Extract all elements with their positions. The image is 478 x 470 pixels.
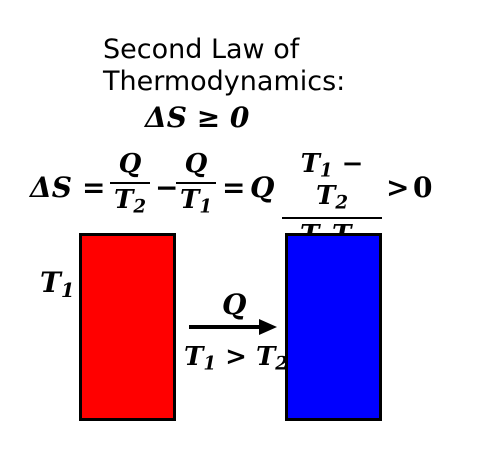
equation-coefficient: Q xyxy=(250,171,275,204)
condition-relation: > xyxy=(225,342,247,372)
cold-reservoir xyxy=(285,233,382,421)
fraction-3-bar xyxy=(282,216,382,219)
fraction-3-num-minus: − xyxy=(341,149,364,179)
equation-equals-1: = xyxy=(82,171,106,204)
law-rhs: 0 xyxy=(229,101,250,134)
hot-label-sub: 1 xyxy=(60,278,75,302)
fraction-q-over-t2: Q T2 xyxy=(110,149,150,218)
equation-minus: − xyxy=(155,171,179,204)
fraction-1-numerator: Q xyxy=(118,149,142,179)
law-statement: ΔS ≥ 0 xyxy=(145,100,249,136)
condition-b-var: T xyxy=(255,342,276,372)
law-relation: ≥ xyxy=(196,101,221,134)
fraction-q-over-t1: Q T1 xyxy=(176,149,216,218)
fraction-2-den-var: T xyxy=(179,184,200,215)
fraction-1-denominator: T2 xyxy=(110,184,150,218)
condition-a-var: T xyxy=(184,342,204,372)
fraction-1-den-sub: 2 xyxy=(133,196,146,218)
diagram-title: Second Law of Thermodynamics: xyxy=(103,34,345,98)
heat-flow-label: Q xyxy=(222,288,247,321)
fraction-3-num-a-sub: 1 xyxy=(319,160,333,182)
hot-reservoir-label: T1 xyxy=(40,266,74,308)
fraction-1-den-var: T xyxy=(113,184,134,215)
fraction-3-num-b-var: T xyxy=(315,181,336,212)
fraction-3-numerator: T1 − T2 xyxy=(282,149,382,215)
equation-zero: 0 xyxy=(413,171,433,204)
fraction-2-numerator: Q xyxy=(184,149,208,179)
law-lhs: ΔS xyxy=(145,101,187,134)
arrow-head xyxy=(259,319,277,335)
equation-greater-than: > xyxy=(386,171,410,204)
equation-equals-2: = xyxy=(222,171,246,204)
fraction-2-bar xyxy=(176,181,216,184)
title-line-1: Second Law of xyxy=(103,34,300,65)
temperature-condition: T1 > T2 xyxy=(184,341,288,381)
equation-lhs: ΔS xyxy=(30,171,72,204)
hot-label-var: T xyxy=(40,266,61,299)
condition-a-sub: 1 xyxy=(203,353,217,375)
fraction-2-denominator: T1 xyxy=(176,184,216,218)
heat-flow-arrow xyxy=(189,319,277,335)
fraction-3-num-a-var: T xyxy=(300,149,320,179)
condition-b-sub: 2 xyxy=(275,353,288,375)
hot-reservoir xyxy=(79,233,176,421)
title-line-2: Thermodynamics: xyxy=(103,66,346,97)
fraction-3-num-b-sub: 2 xyxy=(335,193,348,215)
fraction-2-den-sub: 1 xyxy=(199,196,212,218)
fraction-1-bar xyxy=(110,181,150,184)
